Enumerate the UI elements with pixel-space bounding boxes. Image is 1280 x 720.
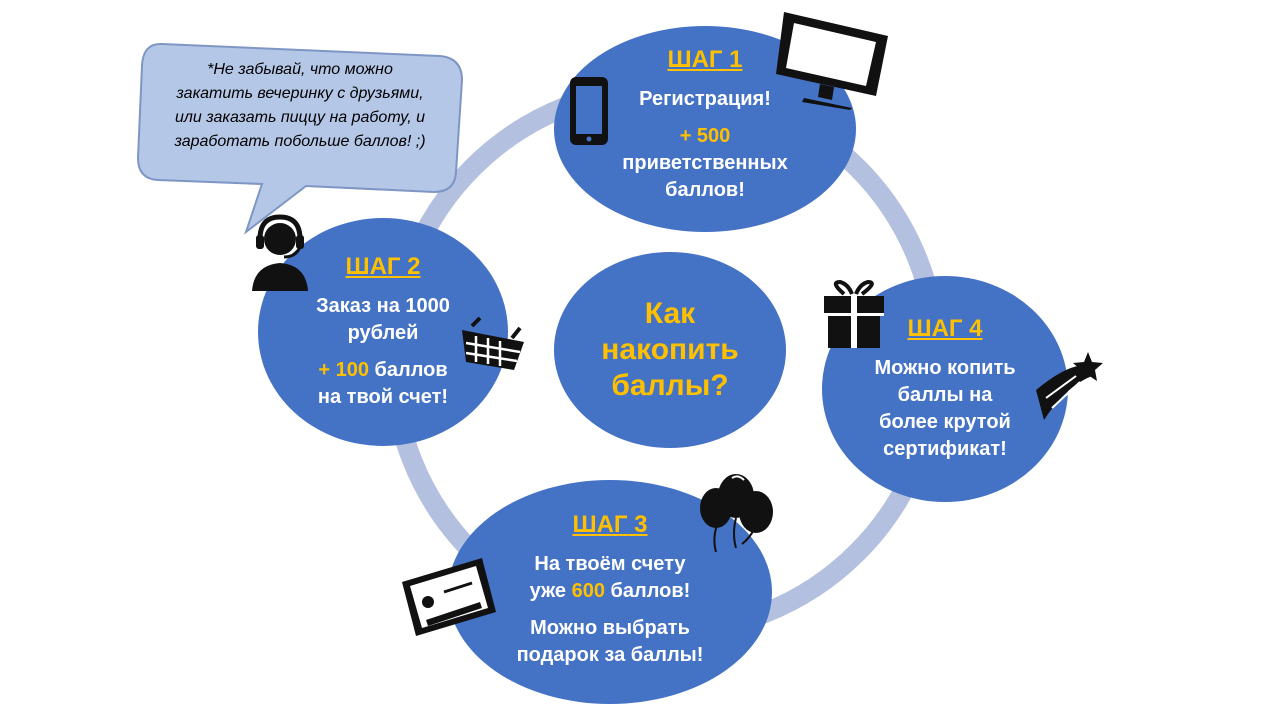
step-2-points-line: + 100 баллов: [318, 357, 447, 384]
step-3-line: подарок за баллы!: [516, 644, 704, 666]
step-3-points-line: уже 600 баллов!: [530, 578, 691, 605]
shooting-star-icon: [1036, 352, 1103, 420]
step-4-line: сертификат!: [883, 438, 1007, 460]
step-3-points-pre: уже: [529, 580, 572, 602]
step-2-line: Заказ на 1000: [316, 295, 450, 317]
center-line: Как: [644, 297, 696, 330]
step-4-line: более крутой: [879, 411, 1011, 433]
step-3-points: 600: [571, 580, 605, 602]
center-bubble: Как накопить баллы?: [554, 252, 786, 448]
step-1-line: приветственных: [622, 152, 788, 174]
center-line: баллы?: [611, 369, 729, 402]
step-4-line: баллы на: [897, 384, 993, 406]
step-2-line: рублей: [347, 322, 419, 344]
shopping-basket-icon: [462, 316, 524, 370]
step-4-title: ШАГ 4: [907, 315, 983, 342]
step-4-line: Можно копить: [874, 357, 1016, 379]
support-agent-icon: [252, 214, 308, 291]
center-line: накопить: [601, 333, 739, 366]
ticket-icon: [402, 558, 496, 636]
step-3-points-post: баллов!: [604, 580, 691, 602]
step-3-title: ШАГ 3: [572, 511, 648, 538]
speech-callout-bubble: [136, 42, 464, 235]
step-1-points: + 500: [679, 125, 731, 147]
phone-icon: [570, 77, 608, 145]
step-1-title: ШАГ 1: [667, 46, 743, 73]
callout-text: *Не забывай, что можно закатить вечеринк…: [150, 58, 450, 154]
step-3-line: На твоём счету: [534, 553, 686, 575]
balloons-icon: [700, 474, 773, 553]
step-1-line: баллов!: [665, 179, 745, 201]
callout-line: *Не забывай, что можно: [207, 61, 393, 78]
gift-icon: [824, 280, 884, 348]
step-2-points: + 100: [318, 359, 369, 381]
callout-line: заработать побольше баллов! ;): [174, 133, 426, 150]
step-2-points-rest: баллов: [368, 359, 448, 381]
monitor-icon: [776, 12, 888, 110]
step-2-title: ШАГ 2: [345, 253, 421, 280]
step-1-line: Регистрация!: [639, 88, 771, 110]
callout-line: или заказать пиццу на работу, и: [174, 109, 426, 126]
step-2-line: на твой счет!: [317, 386, 449, 408]
step-3-line: Можно выбрать: [530, 617, 690, 639]
callout-line: закатить вечеринку с друзьями,: [176, 85, 424, 102]
